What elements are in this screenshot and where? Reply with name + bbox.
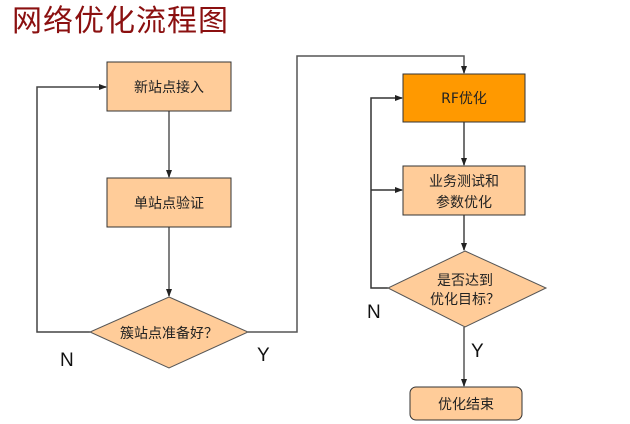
edge-target-no-loop xyxy=(370,95,403,289)
node-label: RF优化 xyxy=(441,91,487,107)
edge-label-cluster-no: N xyxy=(60,350,74,371)
edge-label-cluster-yes: Y xyxy=(257,345,270,366)
node-label-line1: 是否达到 xyxy=(437,273,493,289)
node-service-test-param-opt[interactable]: 业务测试和 参数优化 xyxy=(402,165,526,216)
node-label: 单站点验证 xyxy=(134,196,204,212)
edge-cluster-yes-to-rf xyxy=(248,55,467,333)
node-target-reached-decision[interactable]: 是否达到 优化目标？ xyxy=(386,250,548,328)
node-rf-optimization[interactable]: RF优化 xyxy=(402,73,526,123)
node-optimization-end[interactable]: 优化结束 xyxy=(409,386,523,421)
node-cluster-ready-decision[interactable]: 簇站点准备好？ xyxy=(88,296,250,369)
node-label: 簇站点准备好？ xyxy=(120,325,218,342)
node-label-line2: 参数优化 xyxy=(436,194,492,211)
node-label: 优化结束 xyxy=(438,397,494,413)
node-new-site-access[interactable]: 新站点接入 xyxy=(106,61,232,112)
node-label-line2: 优化目标？ xyxy=(430,292,500,308)
node-label-line1: 业务测试和 xyxy=(429,174,499,190)
page-title: 网络优化流程图 xyxy=(12,4,229,39)
edge-cluster-no-loop xyxy=(36,84,107,333)
node-single-site-verify[interactable]: 单站点验证 xyxy=(106,177,232,228)
node-label: 新站点接入 xyxy=(134,79,204,96)
edge-label-target-yes: Y xyxy=(471,341,484,362)
edge-label-target-no: N xyxy=(367,302,381,323)
